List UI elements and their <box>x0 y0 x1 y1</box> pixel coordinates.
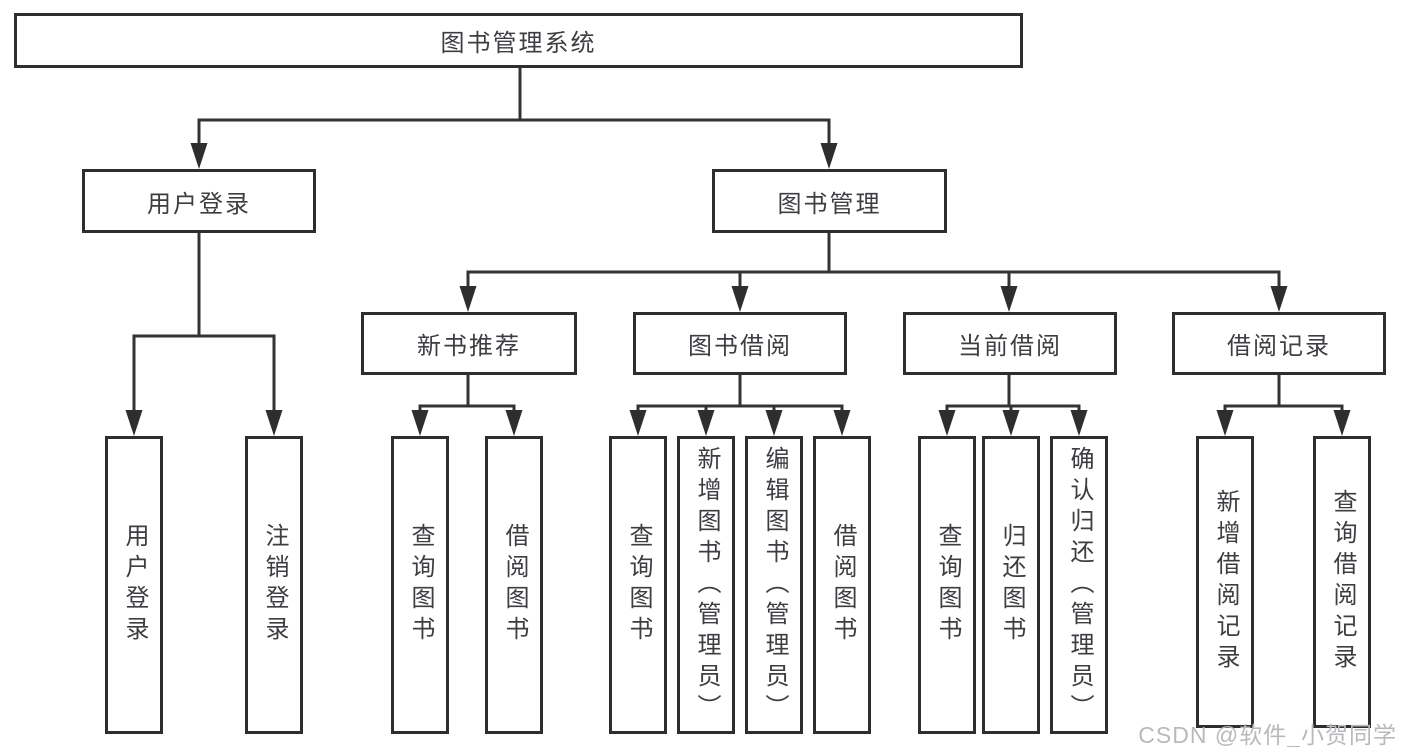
arrow-icon <box>731 286 749 312</box>
leaf-label: 新增图书（管理员） <box>693 445 720 725</box>
leaf-label: 注销登录 <box>261 523 288 647</box>
node-book-management: 图书管理 <box>712 169 947 233</box>
edge-borrowrecord-branch <box>1223 404 1344 412</box>
leaf-label: 用户登录 <box>121 523 148 647</box>
arrow-icon <box>459 286 477 312</box>
arrow-icon <box>938 410 956 436</box>
leaf-label: 查询借阅记录 <box>1329 489 1356 675</box>
leaf-query-books-current: 查询图书 <box>918 436 976 734</box>
leaf-borrow-books-recommend: 借阅图书 <box>485 436 543 734</box>
arrow-icon <box>125 410 143 436</box>
edge-root-branch <box>197 118 831 146</box>
arrow-icon <box>505 410 523 436</box>
node-root-library-system: 图书管理系统 <box>14 13 1023 68</box>
arrow-icon <box>1070 410 1088 436</box>
arrow-icon <box>820 143 838 169</box>
arrow-icon <box>1000 286 1018 312</box>
arrow-icon <box>697 410 715 436</box>
leaf-edit-books-admin: 编辑图书（管理员） <box>745 436 803 734</box>
arrow-icon <box>1333 410 1351 436</box>
leaf-confirm-return-admin: 确认归还（管理员） <box>1050 436 1108 734</box>
arrow-icon <box>765 410 783 436</box>
edge-bookborrow-branch <box>636 404 844 412</box>
leaf-query-borrow-record: 查询借阅记录 <box>1313 436 1371 728</box>
leaf-label: 归还图书 <box>998 523 1025 647</box>
node-borrow-record: 借阅记录 <box>1172 312 1386 375</box>
node-current-borrow: 当前借阅 <box>903 312 1117 375</box>
leaf-add-borrow-record: 新增借阅记录 <box>1196 436 1254 728</box>
leaf-query-books-borrow: 查询图书 <box>609 436 667 734</box>
arrowheads <box>125 143 1351 436</box>
node-book-borrow: 图书借阅 <box>633 312 847 375</box>
arrow-icon <box>1216 410 1234 436</box>
leaf-label: 查询图书 <box>625 523 652 647</box>
arrow-icon <box>265 410 283 436</box>
leaf-borrow-books: 借阅图书 <box>813 436 871 734</box>
arrow-icon <box>629 410 647 436</box>
leaf-add-books-admin: 新增图书（管理员） <box>677 436 735 734</box>
leaf-label: 借阅图书 <box>501 523 528 647</box>
arrow-icon <box>411 410 429 436</box>
leaf-return-books: 归还图书 <box>982 436 1040 734</box>
leaf-label: 查询图书 <box>934 523 961 647</box>
edge-newbook-branch <box>418 404 516 412</box>
edge-bookmgmt-branch <box>466 270 1281 288</box>
arrow-icon <box>1002 410 1020 436</box>
arrow-icon <box>1270 286 1288 312</box>
csdn-watermark: CSDN @软件_小贺同学 <box>1138 722 1397 747</box>
node-new-book-recommend: 新书推荐 <box>361 312 577 375</box>
leaf-logout: 注销登录 <box>245 436 303 734</box>
leaf-label: 借阅图书 <box>829 523 856 647</box>
node-user-login: 用户登录 <box>82 169 316 233</box>
arrow-icon <box>833 410 851 436</box>
leaf-label: 确认归还（管理员） <box>1066 445 1093 725</box>
leaf-label: 编辑图书（管理员） <box>761 445 788 725</box>
leaf-user-login: 用户登录 <box>105 436 163 734</box>
leaf-label: 新增借阅记录 <box>1212 489 1239 675</box>
leaf-label: 查询图书 <box>407 523 434 647</box>
arrow-icon <box>190 143 208 169</box>
edge-userlogin-branch <box>132 334 276 412</box>
leaf-query-books-recommend: 查询图书 <box>391 436 449 734</box>
